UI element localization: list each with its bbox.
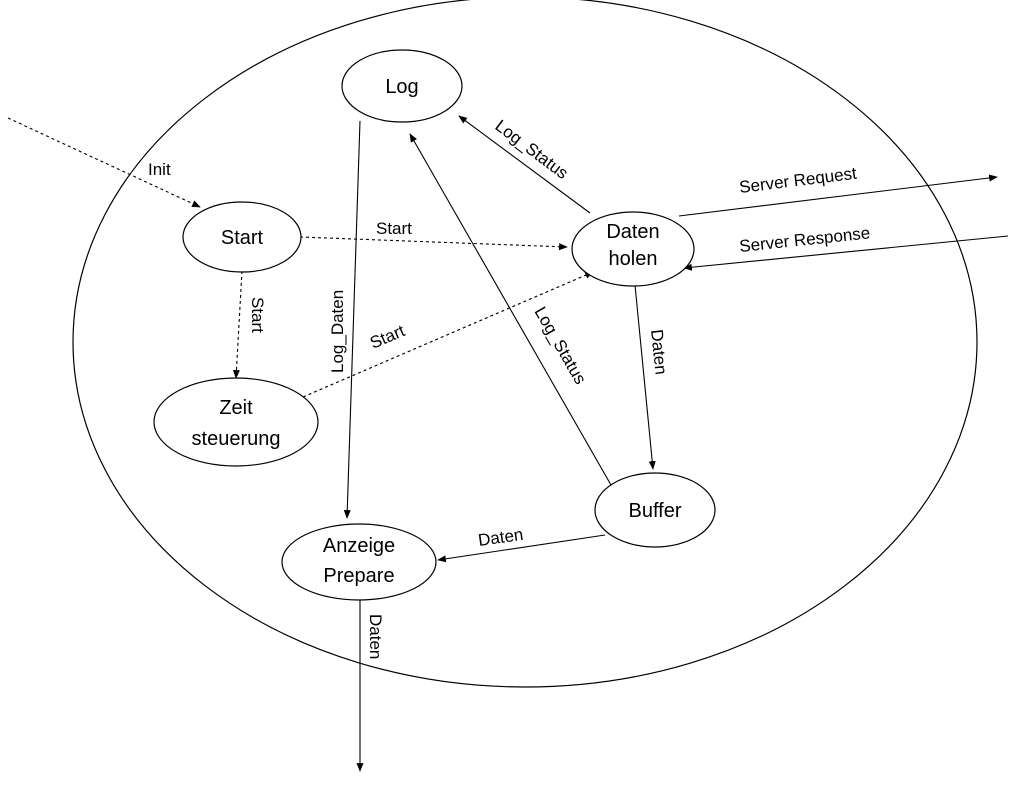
node-anzeige-prepare-line2: Prepare bbox=[323, 565, 394, 587]
label-start-to-daten-holen: Start bbox=[376, 219, 412, 238]
node-buffer: Buffer bbox=[594, 472, 716, 548]
node-log-label: Log bbox=[385, 76, 418, 98]
label-zeitsteuerung-to-daten-holen: Start bbox=[367, 321, 408, 353]
edge-server-request bbox=[678, 174, 998, 217]
node-log-shape bbox=[341, 49, 463, 123]
node-anzeige-prepare-shape bbox=[281, 523, 437, 601]
edge-daten-holen-to-log bbox=[458, 115, 591, 214]
edge-buffer-to-log bbox=[409, 133, 612, 486]
node-zeitsteuerung: Zeit steuerung bbox=[153, 377, 319, 467]
label-start-to-zeitsteuerung: Start bbox=[248, 297, 267, 333]
system-boundary bbox=[72, 0, 978, 688]
node-buffer-shape bbox=[594, 472, 716, 548]
node-log: Log bbox=[341, 49, 463, 123]
label-buffer-to-anzeige-prepare: Daten bbox=[477, 525, 525, 550]
node-zeitsteuerung-line2: steuerung bbox=[192, 428, 281, 450]
edge-zeitsteuerung-to-daten-holen bbox=[302, 271, 594, 398]
node-anzeige-prepare-line1: Anzeige bbox=[323, 535, 395, 557]
edge-start-to-daten-holen bbox=[299, 236, 568, 251]
edge-init bbox=[7, 117, 201, 208]
label-init: Init bbox=[148, 160, 171, 179]
node-daten-holen-shape bbox=[571, 211, 695, 287]
label-server-request: Server Request bbox=[738, 164, 858, 197]
node-start: Start bbox=[182, 201, 302, 273]
node-anzeige-prepare: Anzeige Prepare bbox=[281, 523, 437, 601]
edge-server-response bbox=[683, 235, 1009, 271]
node-daten-holen-line2: holen bbox=[609, 248, 658, 270]
node-daten-holen-line1: Daten bbox=[606, 221, 659, 243]
node-start-label: Start bbox=[221, 227, 264, 249]
edge-daten-holen-to-buffer bbox=[634, 284, 656, 470]
node-zeitsteuerung-line1: Zeit bbox=[219, 397, 253, 419]
edge-log-to-anzeige-prepare bbox=[343, 120, 361, 519]
edge-buffer-to-anzeige-prepare bbox=[437, 534, 606, 563]
label-log-status-buffer: Log_Status bbox=[531, 304, 590, 388]
label-log-daten: Log_Daten bbox=[328, 290, 347, 373]
node-zeitsteuerung-shape bbox=[153, 377, 319, 467]
node-start-shape bbox=[182, 201, 302, 273]
node-buffer-label: Buffer bbox=[629, 500, 682, 522]
label-anzeige-prepare-out: Daten bbox=[366, 614, 385, 659]
label-daten-to-buffer: Daten bbox=[647, 328, 671, 375]
edge-start-to-zeitsteuerung bbox=[232, 270, 243, 379]
node-daten-holen: Daten holen bbox=[571, 211, 695, 287]
